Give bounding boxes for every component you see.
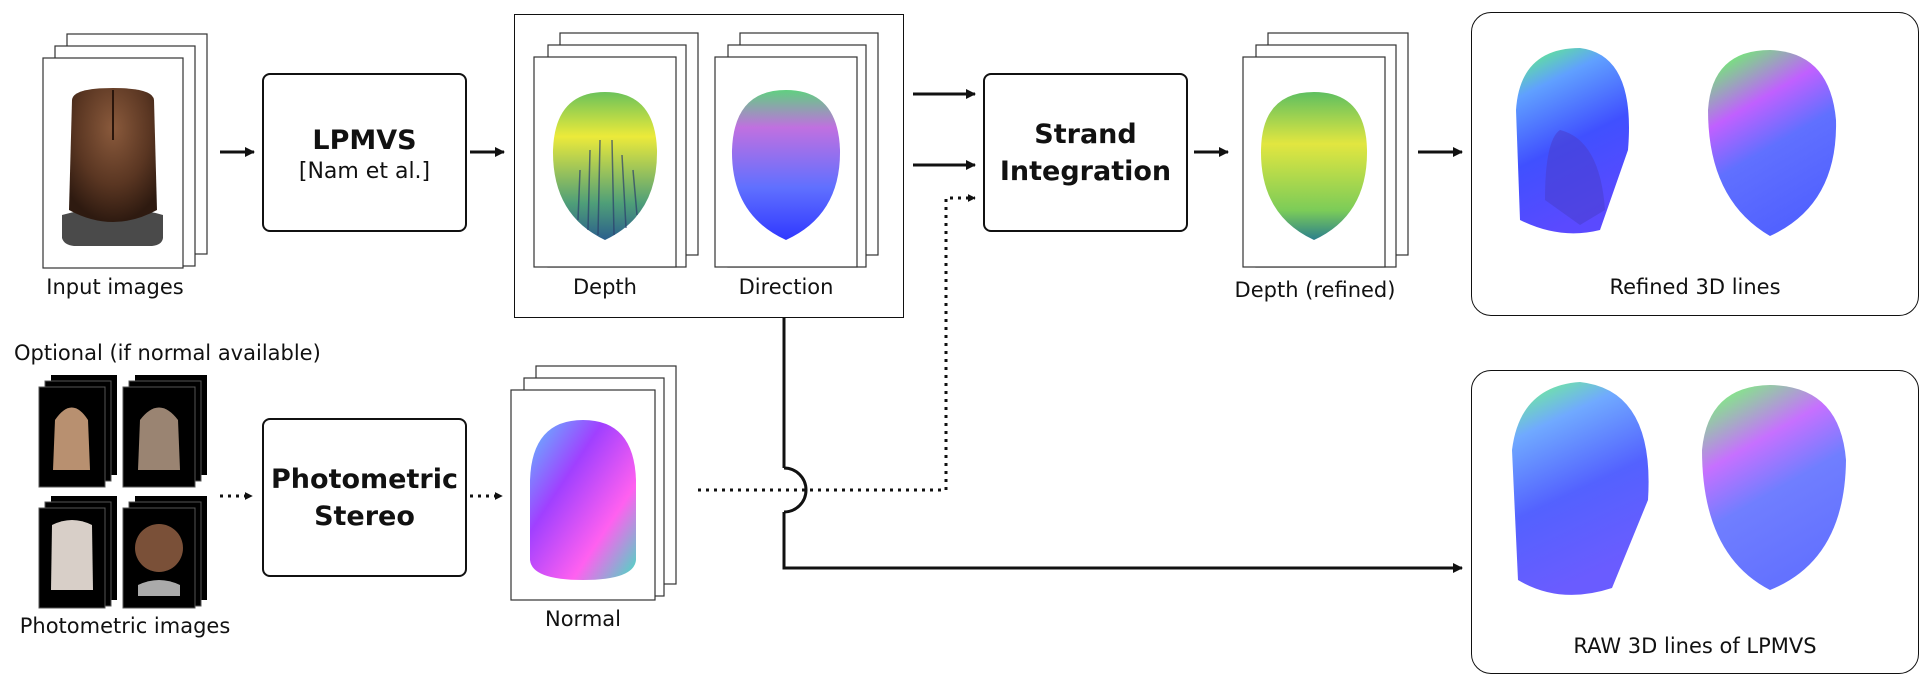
refined-3d-lines-render — [1516, 48, 1837, 236]
lpmvs-title: LPMVS — [312, 124, 417, 156]
optional-label: Optional (if normal available) — [14, 341, 321, 365]
depth-map-stack — [533, 32, 699, 268]
raw-3d-label: RAW 3D lines of LPMVS — [1573, 634, 1817, 658]
lpmvs-output-panel — [514, 14, 904, 318]
refined-3d-panel — [1471, 12, 1919, 316]
input-images-stack — [42, 33, 208, 269]
depth-refined-label: Depth (refined) — [1234, 278, 1396, 302]
normal-map-stack — [510, 365, 677, 601]
input-images-label: Input images — [46, 275, 184, 299]
dotted-arrows — [220, 194, 976, 500]
photometric-stereo-line2: Stereo — [314, 500, 415, 532]
strand-integration-line1: Strand — [1034, 118, 1137, 150]
normal-label: Normal — [545, 607, 621, 631]
photometric-stereo-line1: Photometric — [271, 463, 458, 495]
depth-refined-stack — [1242, 32, 1409, 268]
photometric-images-label: Photometric images — [19, 614, 231, 638]
refined-3d-label: Refined 3D lines — [1609, 275, 1781, 299]
photometric-stereo-box: Photometric Stereo — [262, 418, 467, 577]
photometric-images-grid — [38, 375, 207, 609]
strand-integration-line2: Integration — [999, 155, 1172, 187]
lpmvs-citation: [Nam et al.] — [298, 158, 431, 184]
arrows — [220, 89, 1462, 568]
direction-label: Direction — [738, 275, 834, 299]
raw-3d-lines-render — [1512, 382, 1846, 595]
strand-integration-box: Strand Integration — [983, 73, 1188, 232]
raw-3d-panel — [1471, 370, 1919, 674]
depth-label: Depth — [573, 275, 637, 299]
lpmvs-box: LPMVS [Nam et al.] — [262, 73, 467, 232]
direction-map-stack — [714, 32, 879, 268]
